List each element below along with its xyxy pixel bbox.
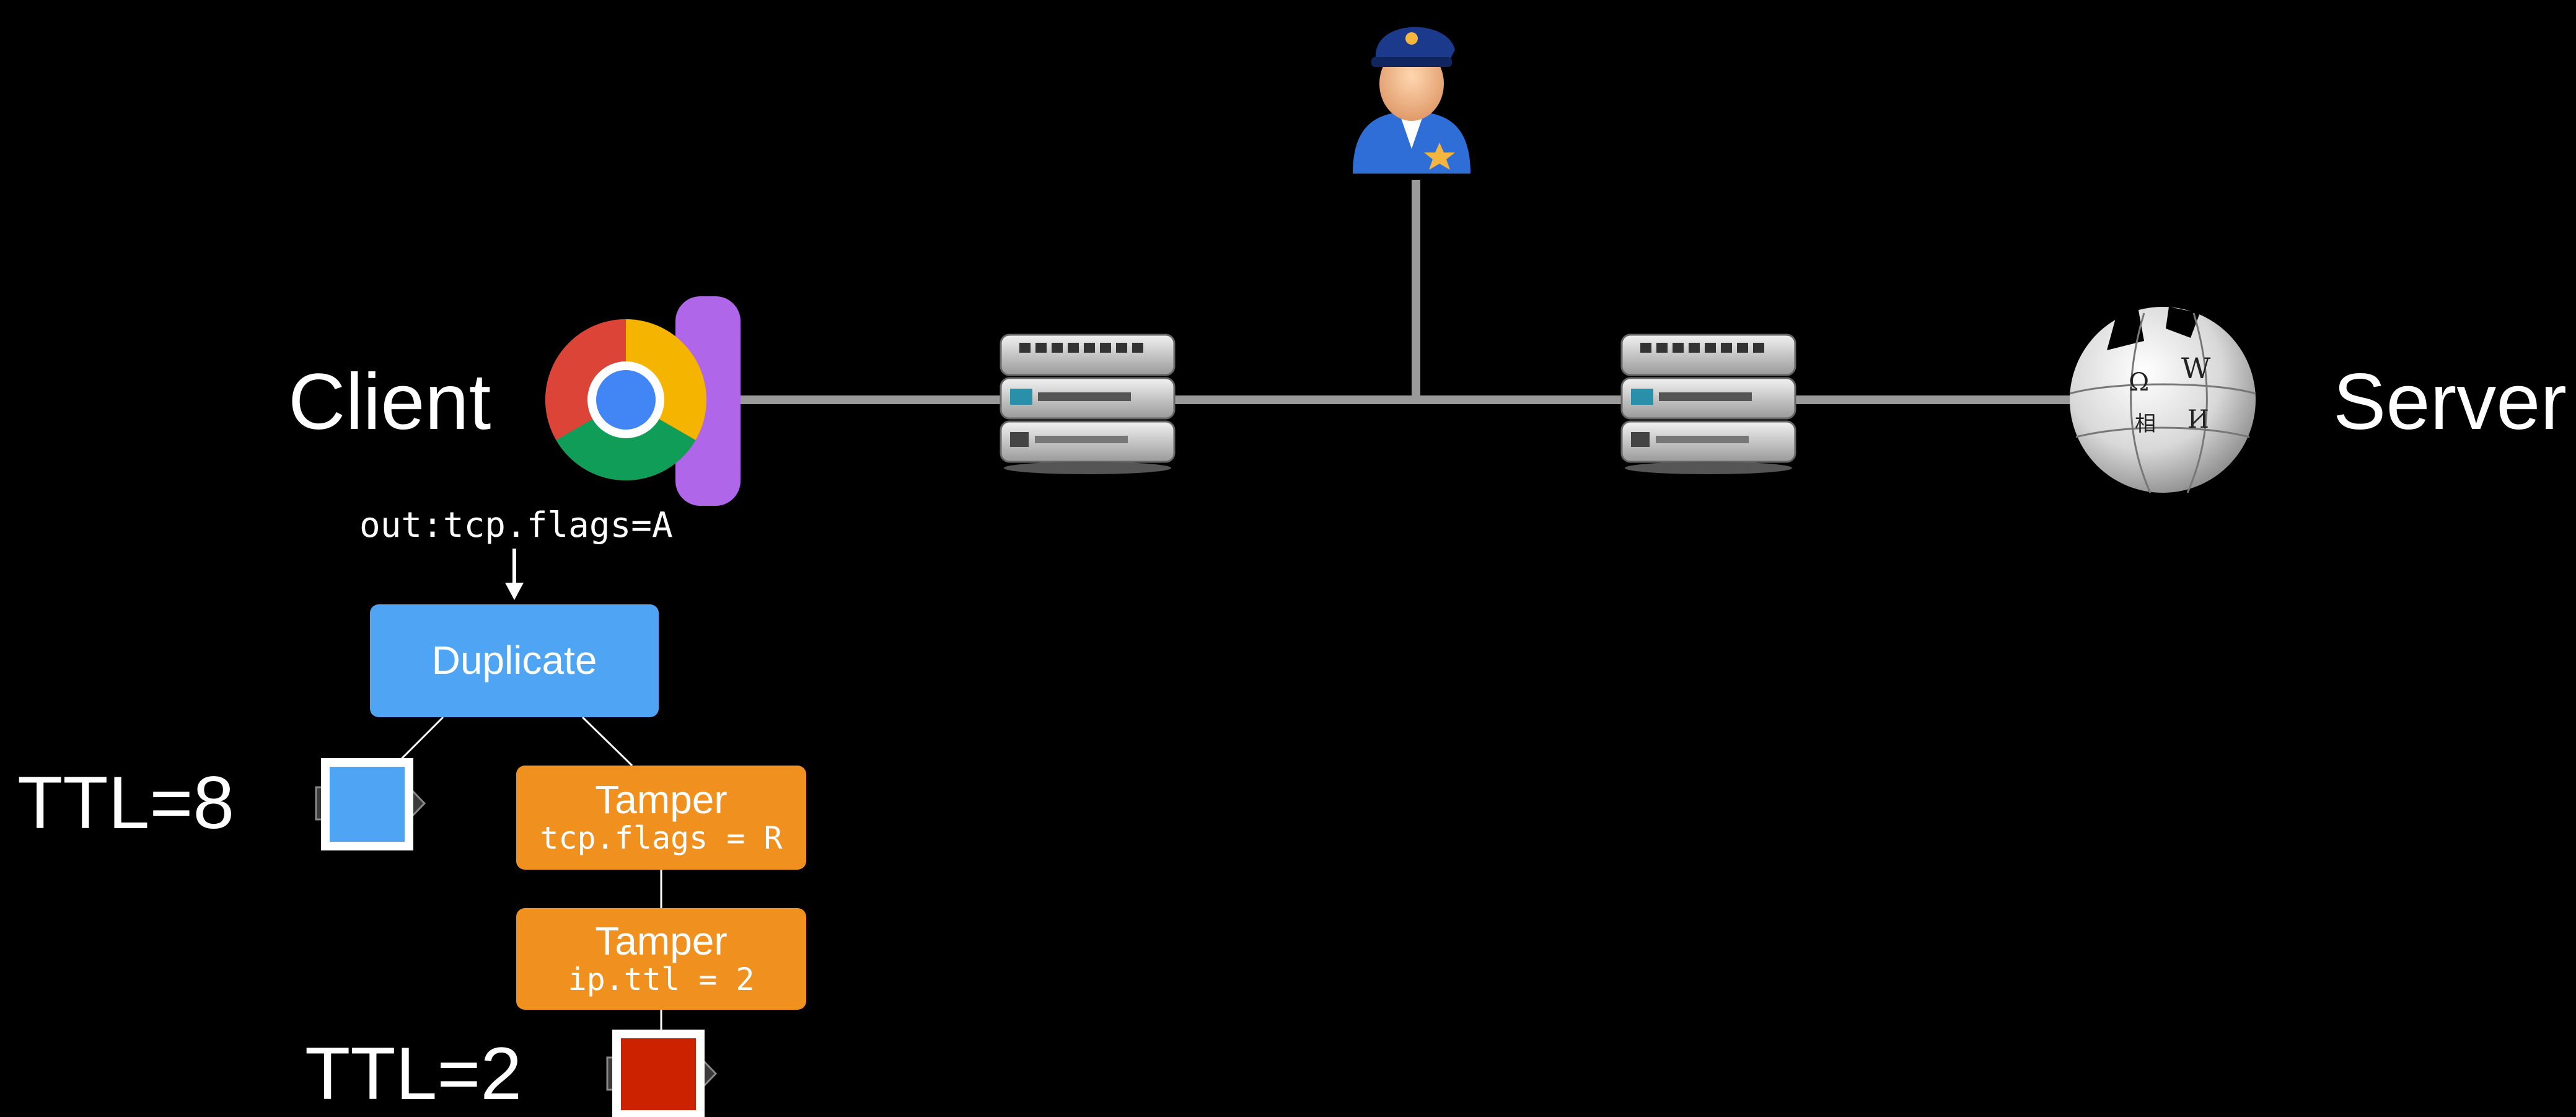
tamper-detail: ip.ttl = 2 (568, 961, 755, 997)
svg-text:相: 相 (2135, 412, 2156, 436)
router-icon (1620, 333, 1796, 474)
svg-text:И: И (2187, 405, 2209, 434)
packet-icon (606, 1030, 718, 1117)
router-icon (1000, 333, 1176, 474)
ttl8-label: TTL=8 (17, 761, 235, 844)
tamper-title: Tamper (595, 777, 728, 822)
branch-connector (395, 716, 444, 765)
chrome-browser-icon (545, 319, 707, 481)
duplicate-title: Duplicate (431, 638, 597, 683)
svg-text:W: W (2181, 351, 2211, 385)
client-label: Client (288, 358, 491, 446)
police-officer-icon (1353, 27, 1470, 174)
filter-label: out:tcp.flags=A (359, 505, 673, 545)
filter-arrow-head (505, 583, 524, 600)
svg-text:Ω: Ω (2129, 368, 2149, 397)
wikipedia-globe-icon: Ω W 相 И (2069, 307, 2256, 493)
server-label: Server (2333, 358, 2567, 446)
ttl2-label: TTL=2 (305, 1032, 522, 1115)
tamper-flags-action: Tamper tcp.flags = R (516, 766, 806, 870)
branch-connector (581, 716, 633, 767)
packet-icon (315, 758, 426, 850)
tamper-detail: tcp.flags = R (540, 819, 783, 856)
geneva-bar-icon (675, 296, 741, 506)
duplicate-action: Duplicate (370, 604, 659, 717)
tamper-title: Tamper (595, 918, 728, 963)
tamper-ttl-action: Tamper ip.ttl = 2 (516, 908, 806, 1010)
